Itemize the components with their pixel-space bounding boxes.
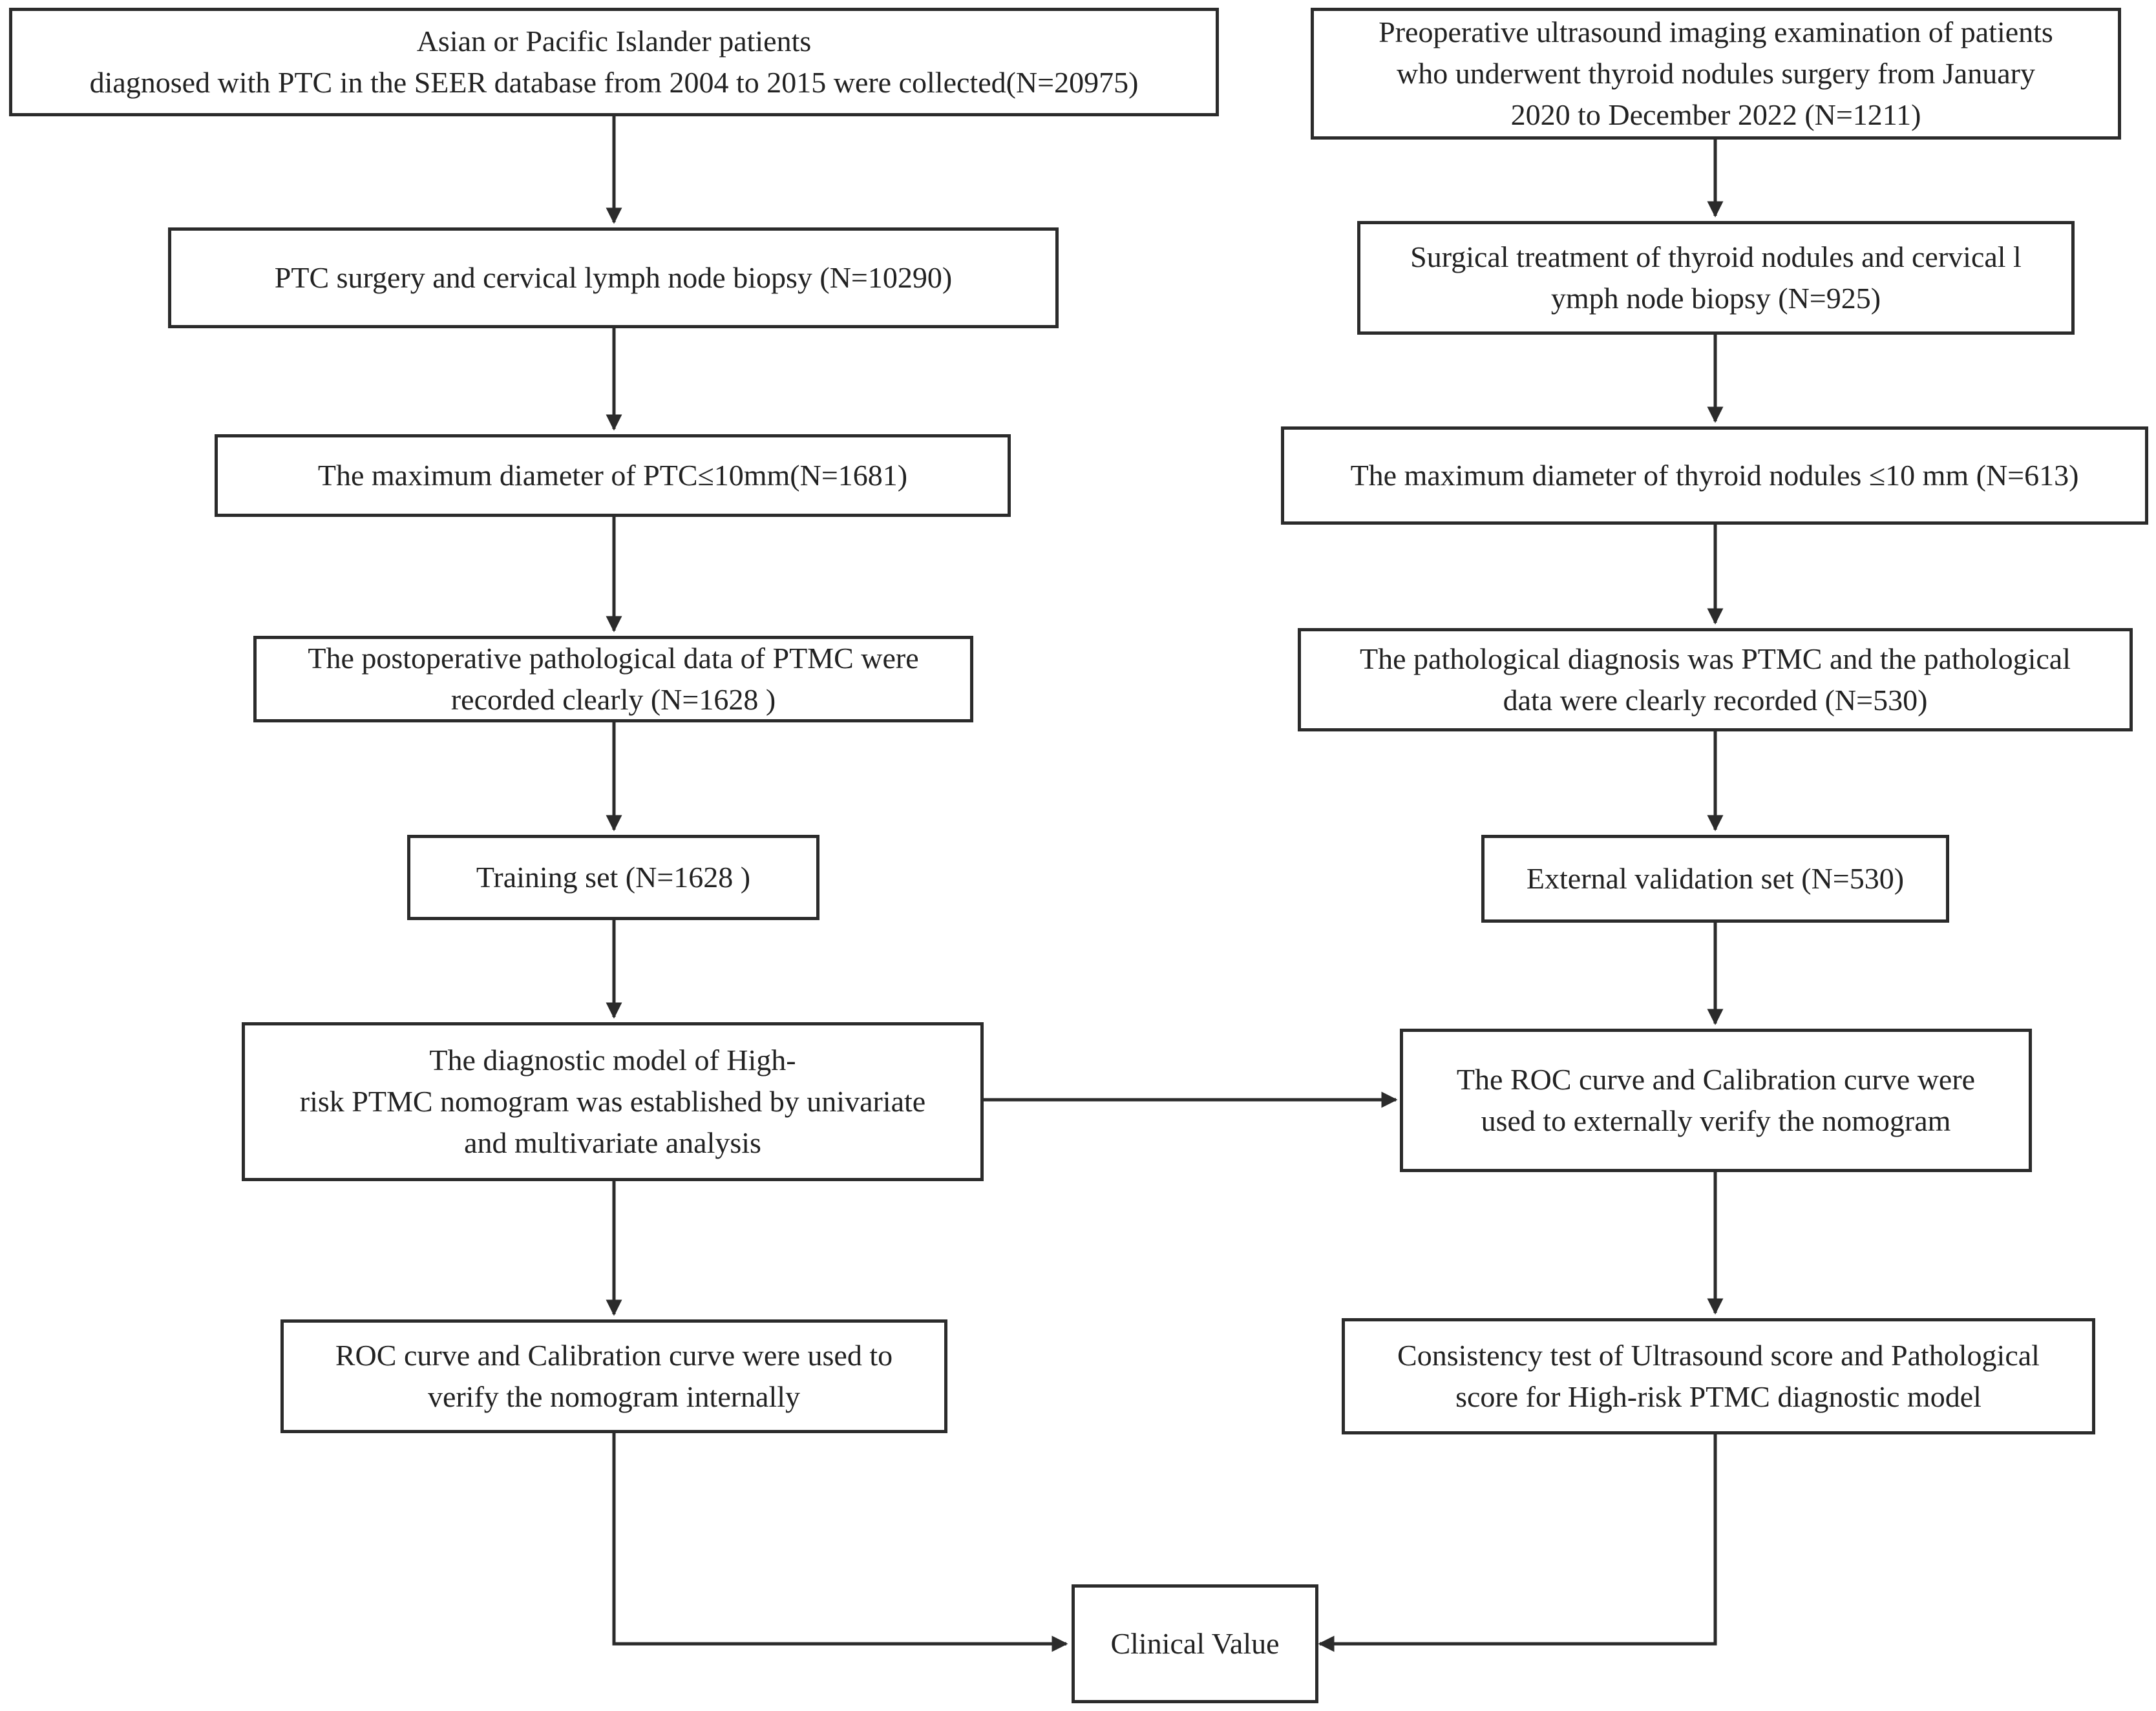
box-external-verification-line2: used to externally verify the nomogram bbox=[1481, 1104, 1951, 1137]
box-consistency-test-line2: score for High-risk PTMC diagnostic mode… bbox=[1455, 1380, 1982, 1413]
box-external-verification-line1: The ROC curve and Calibration curve were bbox=[1456, 1063, 1976, 1096]
box-seer-patients: Asian or Pacific Islander patients diagn… bbox=[9, 8, 1219, 116]
box-external-validation-set-text: External validation set (N=530) bbox=[1526, 862, 1905, 895]
box-internal-validation-line2: verify the nomogram internally bbox=[427, 1380, 801, 1413]
box-postoperative-data: The postoperative pathological data of P… bbox=[253, 636, 973, 722]
box-ptc-surgery: PTC surgery and cervical lymph node biop… bbox=[168, 227, 1059, 328]
box-clinical-value-text: Clinical Value bbox=[1110, 1627, 1280, 1660]
box-ptc-surgery-text: PTC surgery and cervical lymph node biop… bbox=[274, 261, 953, 294]
box-pathological-diagnosis-line2: data were clearly recorded (N=530) bbox=[1503, 684, 1928, 717]
arrow-right7-to-clinical-value bbox=[1318, 1434, 1717, 1652]
arrow-left7-to-clinical-value bbox=[612, 1433, 1068, 1652]
box-postoperative-data-line1: The postoperative pathological data of P… bbox=[308, 642, 919, 675]
box-thyroid-surgery-line2: ymph node biopsy (N=925) bbox=[1550, 282, 1881, 315]
box-seer-patients-line1: Asian or Pacific Islander patients bbox=[416, 25, 812, 58]
box-thyroid-surgery-line1: Surgical treatment of thyroid nodules an… bbox=[1410, 240, 2022, 273]
box-ultrasound-exam-line3: 2020 to December 2022 (N=1211) bbox=[1510, 98, 1921, 131]
box-seer-patients-line2: diagnosed with PTC in the SEER database … bbox=[89, 66, 1139, 99]
box-diagnostic-model-line3: and multivariate analysis bbox=[464, 1126, 761, 1159]
box-external-validation-set: External validation set (N=530) bbox=[1481, 835, 1949, 923]
box-ultrasound-exam-line1: Preoperative ultrasound imaging examinat… bbox=[1379, 16, 2053, 48]
box-diagnostic-model-line2: risk PTMC nomogram was established by un… bbox=[299, 1085, 926, 1118]
box-postoperative-data-line2: recorded clearly (N=1628 ) bbox=[450, 683, 776, 716]
box-pathological-diagnosis-line1: The pathological diagnosis was PTMC and … bbox=[1360, 642, 2071, 675]
box-training-set: Training set (N=1628 ) bbox=[407, 835, 819, 920]
box-consistency-test-line1: Consistency test of Ultrasound score and… bbox=[1397, 1339, 2040, 1372]
box-ptc-diameter-text: The maximum diameter of PTC≤10mm(N=1681) bbox=[317, 459, 908, 492]
box-ultrasound-exam-line2: who underwent thyroid nodules surgery fr… bbox=[1397, 57, 2035, 90]
box-consistency-test: Consistency test of Ultrasound score and… bbox=[1342, 1318, 2095, 1434]
box-thyroid-surgery: Surgical treatment of thyroid nodules an… bbox=[1357, 221, 2075, 335]
box-internal-validation-line1: ROC curve and Calibration curve were use… bbox=[335, 1339, 893, 1372]
box-training-set-text: Training set (N=1628 ) bbox=[476, 861, 751, 894]
box-diagnostic-model-line1: The diagnostic model of High- bbox=[429, 1044, 796, 1076]
box-nodule-diameter-text: The maximum diameter of thyroid nodules … bbox=[1350, 459, 2079, 492]
box-ultrasound-exam: Preoperative ultrasound imaging examinat… bbox=[1311, 8, 2121, 140]
box-diagnostic-model: The diagnostic model of High- risk PTMC … bbox=[242, 1022, 984, 1181]
box-nodule-diameter: The maximum diameter of thyroid nodules … bbox=[1281, 426, 2148, 525]
box-clinical-value: Clinical Value bbox=[1072, 1584, 1318, 1703]
box-pathological-diagnosis: The pathological diagnosis was PTMC and … bbox=[1298, 628, 2133, 731]
box-internal-validation: ROC curve and Calibration curve were use… bbox=[280, 1319, 947, 1433]
box-external-verification: The ROC curve and Calibration curve were… bbox=[1400, 1029, 2032, 1172]
box-ptc-diameter: The maximum diameter of PTC≤10mm(N=1681) bbox=[215, 434, 1011, 517]
